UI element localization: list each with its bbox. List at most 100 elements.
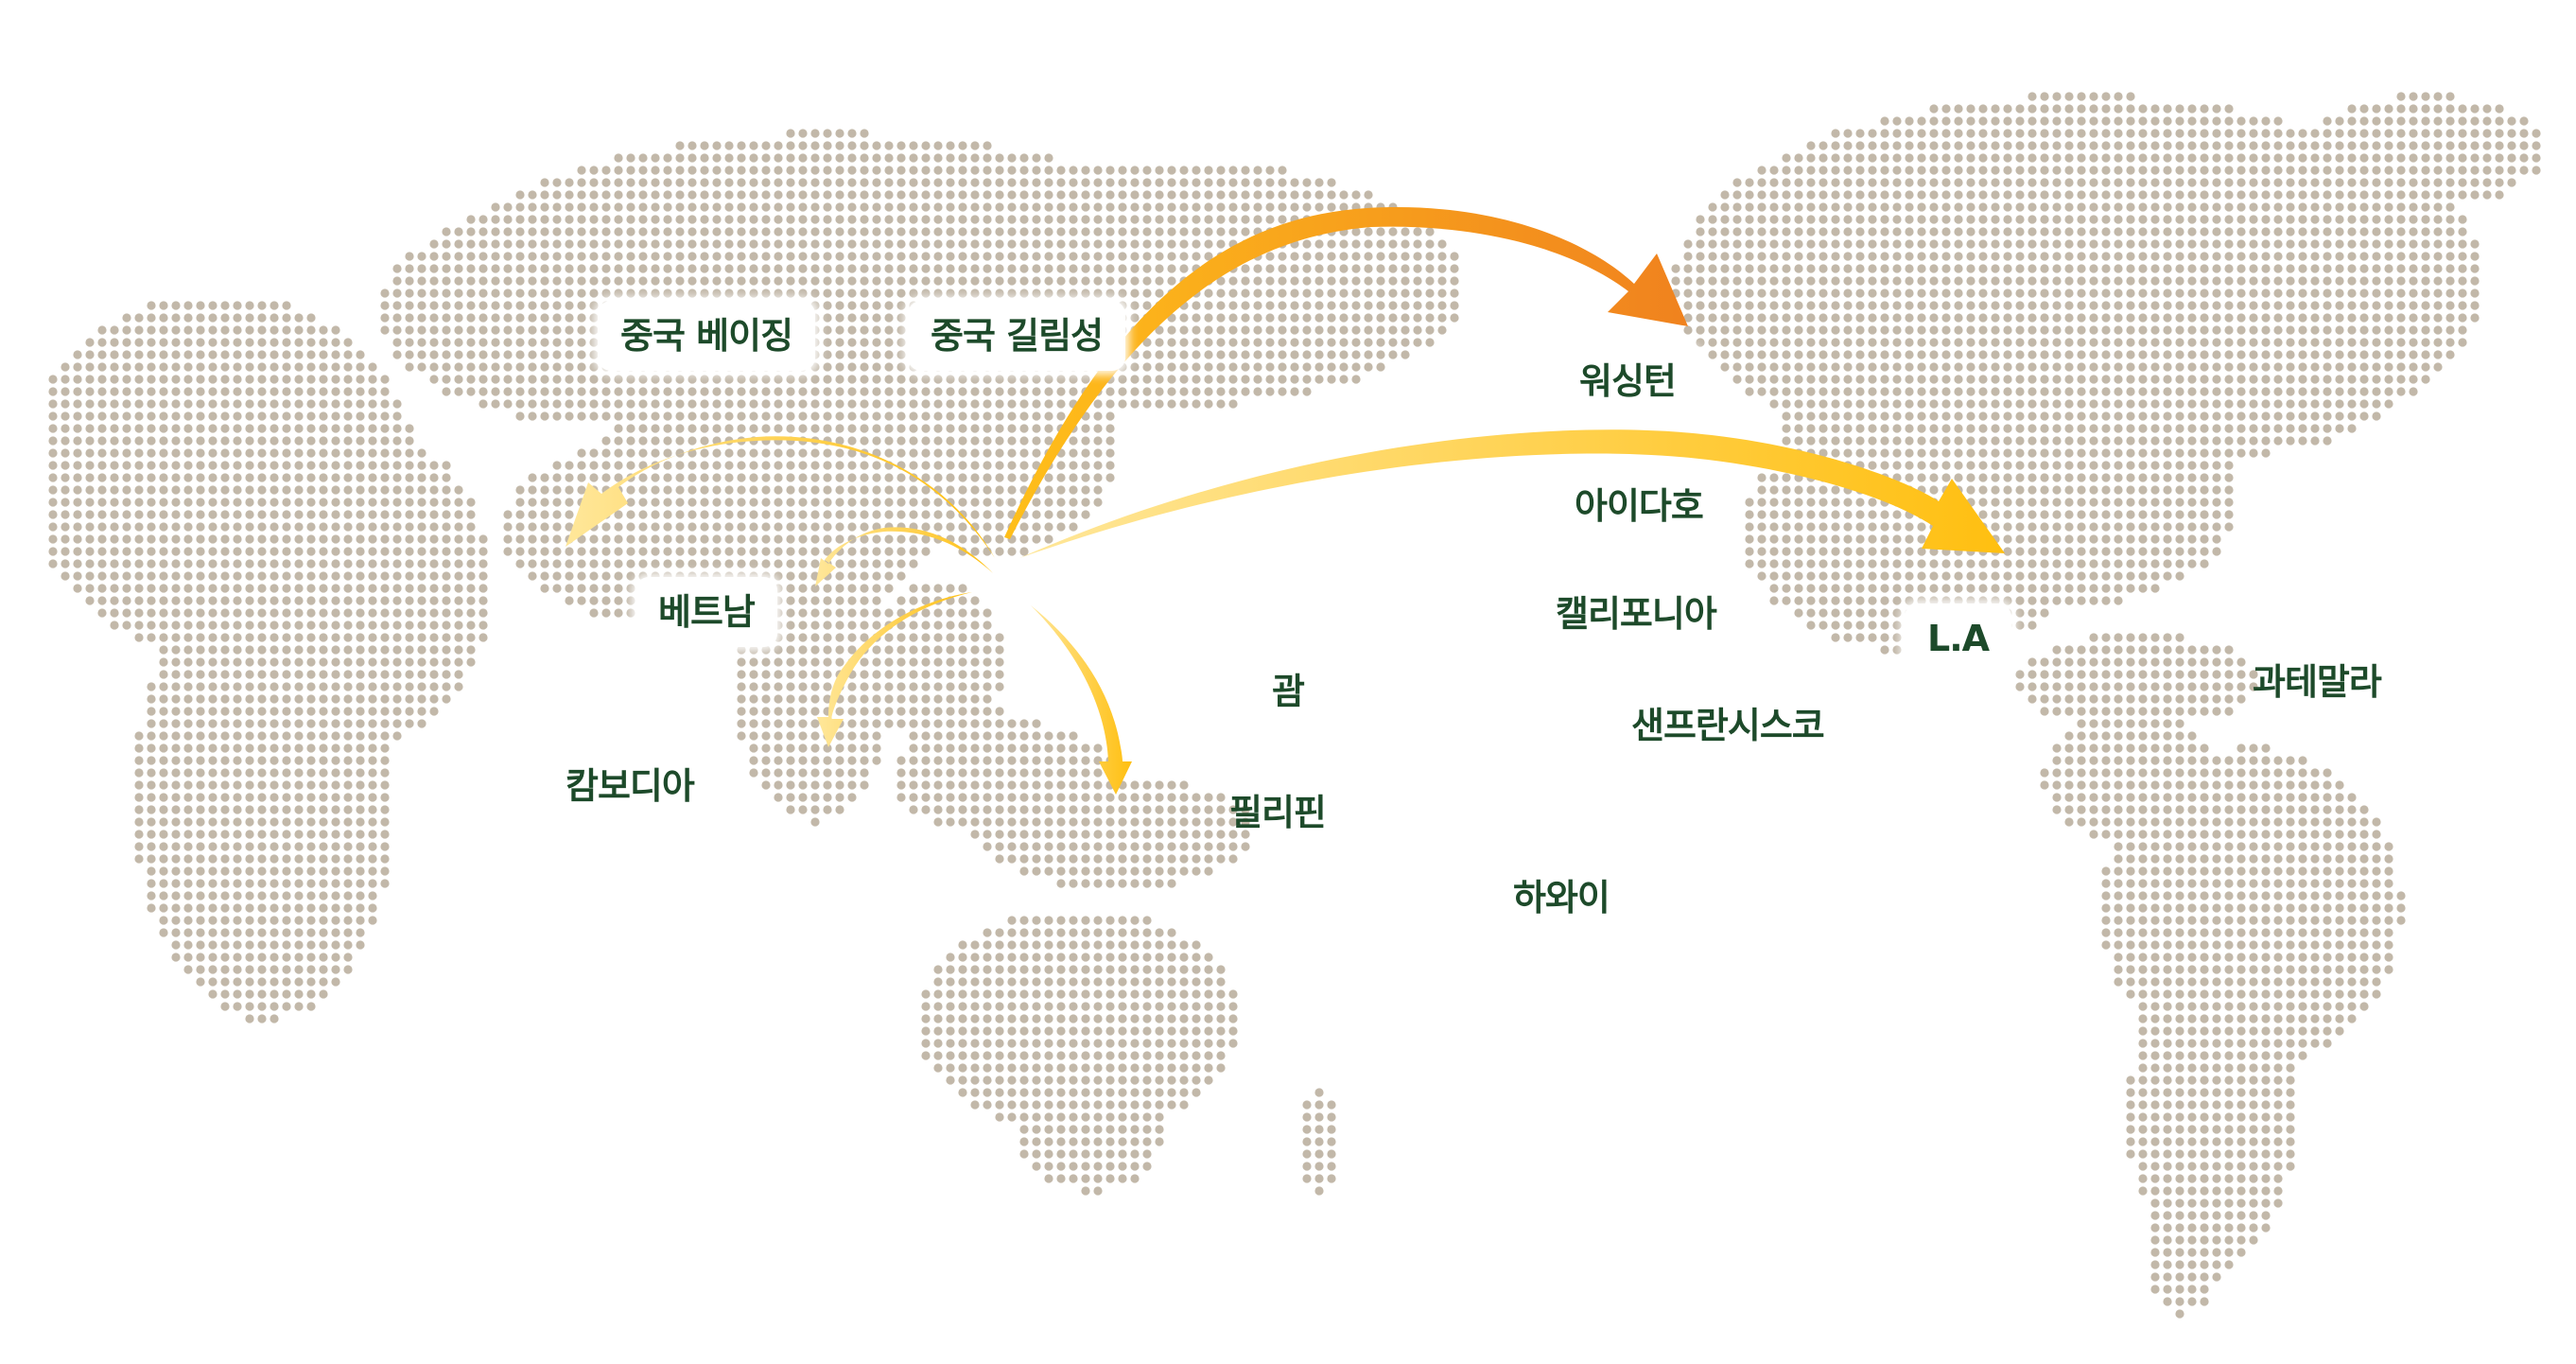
land-dot (294, 399, 304, 409)
land-dot (1019, 768, 1029, 778)
land-dot (306, 571, 316, 581)
land-dot (1032, 510, 1041, 519)
land-dot (786, 239, 795, 249)
land-dot (97, 362, 107, 372)
land-dot (1794, 534, 1803, 544)
land-dot (933, 289, 943, 298)
land-dot (1118, 1051, 1127, 1060)
land-dot (577, 461, 586, 470)
land-dot (1019, 842, 1029, 851)
land-dot (466, 289, 476, 298)
land-dot (479, 227, 488, 236)
land-dot (1007, 1075, 1017, 1085)
land-dot (1314, 1149, 1324, 1159)
land-dot (1192, 1063, 1201, 1073)
land-dot (1130, 1002, 1140, 1011)
land-dot (651, 559, 660, 568)
land-dot (860, 719, 869, 728)
land-dot (208, 707, 218, 716)
land-dot (1302, 239, 1312, 249)
land-dot (257, 424, 267, 433)
land-dot (675, 448, 685, 458)
land-dot (306, 694, 316, 704)
land-dot (749, 645, 758, 655)
land-dot (614, 166, 623, 175)
land-dot (208, 768, 218, 778)
land-dot (983, 534, 992, 544)
land-dot (946, 1075, 955, 1085)
land-dot (1056, 743, 1066, 753)
land-dot (1278, 178, 1287, 187)
land-dot (1278, 362, 1287, 372)
land-dot (183, 633, 193, 642)
land-dot (331, 608, 340, 618)
land-dot (1118, 276, 1127, 286)
land-dot (503, 227, 513, 236)
land-dot (1130, 928, 1140, 937)
land-dot (380, 289, 390, 298)
land-dot (1007, 1026, 1017, 1036)
land-dot (933, 473, 943, 482)
land-dot (1192, 166, 1201, 175)
land-dot (958, 1026, 967, 1036)
land-dot (73, 510, 82, 519)
land-dot (220, 756, 230, 765)
land-dot (1351, 264, 1361, 273)
land-dot (1167, 854, 1176, 864)
land-dot (515, 227, 525, 236)
land-dot (1192, 977, 1201, 987)
land-dot (921, 141, 931, 150)
land-dot (946, 276, 955, 286)
land-dot (712, 485, 722, 495)
land-dot (1019, 153, 1029, 163)
land-dot (479, 264, 488, 273)
land-dot (1192, 805, 1201, 814)
land-dot (724, 375, 734, 384)
land-dot (810, 202, 820, 212)
land-dot (860, 178, 869, 187)
land-dot (1732, 338, 1742, 347)
land-dot (294, 571, 304, 581)
land-dot (97, 522, 107, 532)
land-dot (331, 682, 340, 691)
land-dot (1118, 866, 1127, 876)
land-dot (958, 485, 967, 495)
land-dot (1130, 1125, 1140, 1134)
land-dot (847, 448, 857, 458)
land-dot (638, 559, 648, 568)
land-dot (565, 473, 574, 482)
land-dot (884, 276, 894, 286)
land-dot (1130, 989, 1140, 999)
land-dot (171, 916, 181, 925)
land-dot (688, 153, 697, 163)
land-dot (1745, 301, 1754, 310)
land-dot (712, 473, 722, 482)
land-dot (97, 498, 107, 507)
land-dot (147, 498, 156, 507)
land-dot (1782, 301, 1791, 310)
land-dot (392, 325, 402, 335)
land-dot (405, 338, 414, 347)
land-dot (1142, 1125, 1152, 1134)
land-dot (540, 325, 549, 335)
land-dot (1069, 1100, 1078, 1110)
land-dot (1118, 842, 1127, 851)
land-dot (405, 633, 414, 642)
land-dot (208, 989, 218, 999)
land-dot (110, 338, 119, 347)
land-dot (761, 719, 771, 728)
land-dot (1044, 166, 1053, 175)
land-dot (589, 411, 599, 421)
land-dot (1007, 1002, 1017, 1011)
land-dot (1056, 1162, 1066, 1171)
land-dot (884, 190, 894, 200)
land-dot (196, 719, 205, 728)
land-dot (970, 264, 980, 273)
land-dot (1314, 313, 1324, 323)
land-dot (392, 670, 402, 679)
land-dot (1044, 1075, 1053, 1085)
land-dot (810, 264, 820, 273)
land-dot (233, 485, 242, 495)
land-dot (1130, 916, 1140, 925)
land-dot (1376, 338, 1385, 347)
